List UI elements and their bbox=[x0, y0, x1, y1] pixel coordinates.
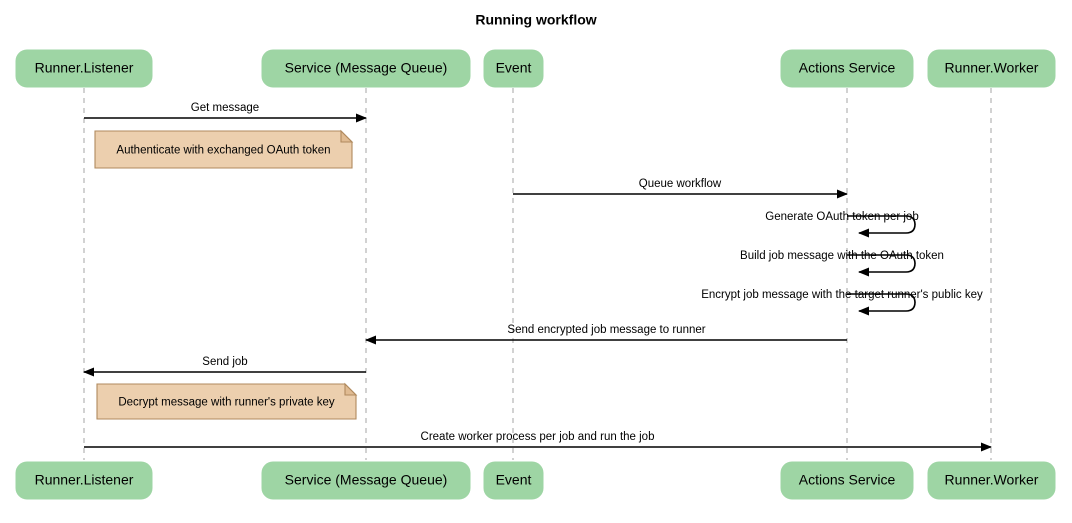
participant-actions-top[interactable]: Actions Service bbox=[780, 49, 914, 88]
message-m4[interactable]: Build job message with the OAuth token bbox=[740, 250, 944, 277]
participant-label: Runner.Worker bbox=[945, 60, 1039, 76]
message-m7[interactable]: Send job bbox=[83, 356, 366, 377]
note-fold-corner-icon bbox=[340, 129, 354, 143]
note-body bbox=[96, 383, 357, 420]
self-call-loop bbox=[847, 293, 916, 316]
message-m3[interactable]: Generate OAuth token per job bbox=[765, 211, 919, 238]
participant-worker-top[interactable]: Runner.Worker bbox=[927, 49, 1056, 88]
message-label: Generate OAuth token per job bbox=[765, 211, 918, 223]
message-label: Create worker process per job and run th… bbox=[421, 431, 655, 443]
message-label: Queue workflow bbox=[639, 178, 722, 190]
note-n2: Decrypt message with runner's private ke… bbox=[96, 382, 358, 420]
participant-event-bottom[interactable]: Event bbox=[483, 461, 544, 500]
lifelines-layer bbox=[83, 88, 992, 460]
participant-worker-bottom[interactable]: Runner.Worker bbox=[927, 461, 1056, 500]
participant-box bbox=[780, 461, 914, 500]
message-label: Send job bbox=[202, 356, 247, 368]
note-fold-corner-icon bbox=[344, 382, 358, 396]
participant-box bbox=[15, 461, 153, 500]
participant-label: Service (Message Queue) bbox=[285, 60, 448, 76]
note-label: Authenticate with exchanged OAuth token bbox=[116, 145, 330, 157]
participant-label: Runner.Listener bbox=[35, 472, 134, 488]
page-title: Running workflow bbox=[475, 12, 596, 28]
participant-box bbox=[15, 49, 153, 88]
participant-box bbox=[261, 461, 471, 500]
notes-layer: Authenticate with exchanged OAuth tokenD… bbox=[94, 129, 358, 420]
note-body bbox=[94, 130, 353, 169]
message-m6[interactable]: Send encrypted job message to runner bbox=[365, 324, 847, 345]
participant-event-top[interactable]: Event bbox=[483, 49, 544, 88]
participant-box bbox=[261, 49, 471, 88]
message-label: Build job message with the OAuth token bbox=[740, 250, 944, 262]
participant-label: Event bbox=[496, 472, 532, 488]
message-m1[interactable]: Get message bbox=[84, 102, 367, 123]
message-label: Send encrypted job message to runner bbox=[507, 324, 705, 336]
participant-label: Actions Service bbox=[799, 472, 896, 488]
message-m8[interactable]: Create worker process per job and run th… bbox=[84, 431, 992, 452]
participant-label: Event bbox=[496, 60, 532, 76]
participant-box bbox=[483, 49, 544, 88]
participant-label: Runner.Listener bbox=[35, 60, 134, 76]
participant-service-bottom[interactable]: Service (Message Queue) bbox=[261, 461, 471, 500]
participant-listener-top[interactable]: Runner.Listener bbox=[15, 49, 153, 88]
message-label: Encrypt job message with the target runn… bbox=[701, 289, 983, 301]
note-n1: Authenticate with exchanged OAuth token bbox=[94, 129, 354, 169]
participant-box bbox=[927, 461, 1056, 500]
note-label: Decrypt message with runner's private ke… bbox=[118, 397, 335, 409]
participant-label: Actions Service bbox=[799, 60, 896, 76]
participant-actions-bottom[interactable]: Actions Service bbox=[780, 461, 914, 500]
message-label: Get message bbox=[191, 102, 259, 114]
message-m5[interactable]: Encrypt job message with the target runn… bbox=[701, 289, 983, 316]
self-call-loop bbox=[847, 254, 916, 277]
participant-label: Service (Message Queue) bbox=[285, 472, 448, 488]
participant-service-top[interactable]: Service (Message Queue) bbox=[261, 49, 471, 88]
participant-box bbox=[780, 49, 914, 88]
message-m2[interactable]: Queue workflow bbox=[513, 178, 848, 199]
participant-listener-bottom[interactable]: Runner.Listener bbox=[15, 461, 153, 500]
participant-label: Runner.Worker bbox=[945, 472, 1039, 488]
participant-box bbox=[927, 49, 1056, 88]
self-call-loop bbox=[847, 215, 916, 238]
participant-box bbox=[483, 461, 544, 500]
